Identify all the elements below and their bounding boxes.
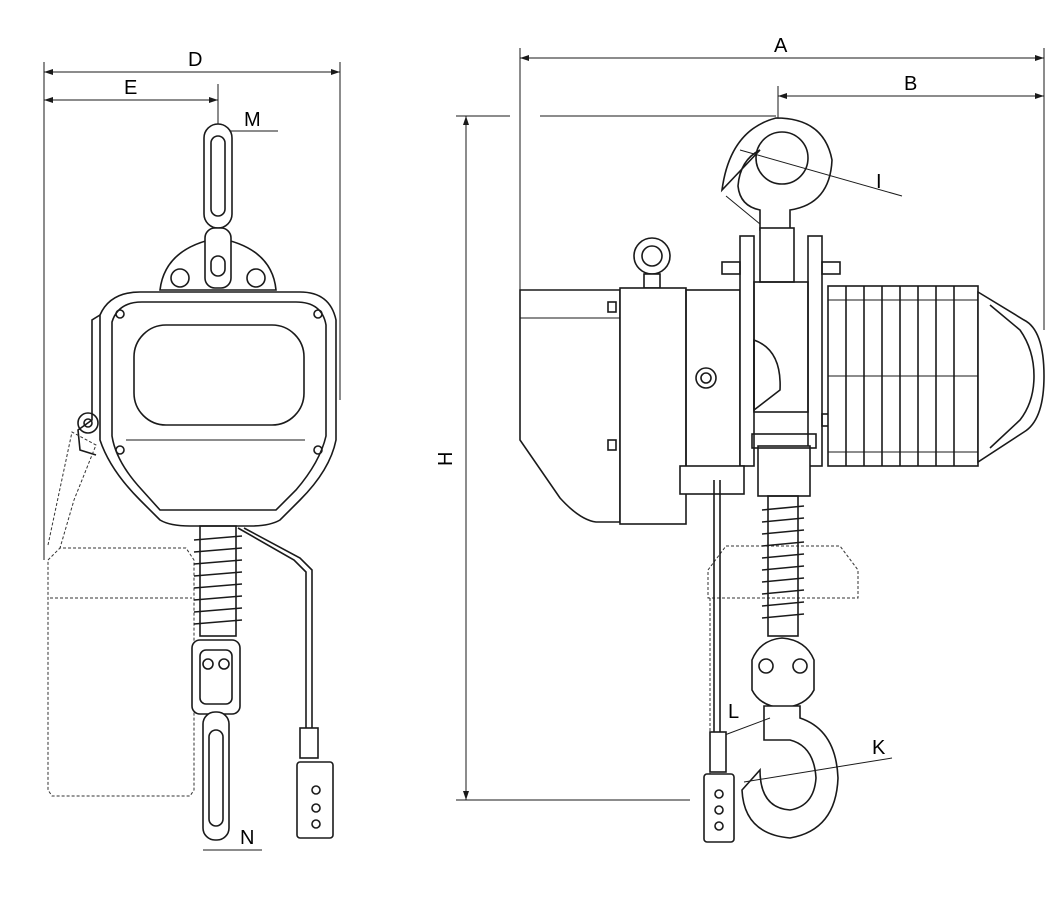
top-hook [720, 117, 833, 231]
pendant-control [296, 761, 334, 839]
motor-end-cap [977, 290, 1045, 464]
chain-bag-outline [47, 547, 195, 797]
dim-line-l [721, 717, 771, 737]
hoist-housing [99, 291, 337, 527]
pendant-control-side [703, 773, 735, 843]
dim-line-k [743, 757, 893, 783]
label-i: I [876, 171, 882, 193]
chain-spring-side [761, 495, 805, 637]
housing-window [133, 324, 305, 426]
label-m: M [244, 109, 261, 131]
bottom-hook [202, 711, 230, 841]
label-h: H [435, 452, 457, 466]
frame-plate-left [739, 235, 755, 467]
gearbox-cover [519, 289, 621, 523]
dim-line-i [739, 149, 903, 197]
label-d: D [188, 49, 202, 71]
label-a: A [774, 35, 788, 57]
pendant-strain-relief [299, 727, 319, 759]
bottom-hook-block-side [751, 637, 815, 709]
bottom-hook-side [741, 705, 839, 839]
gearbox-body [619, 287, 687, 525]
motor-fins [827, 285, 979, 467]
chain-guide [757, 445, 811, 497]
side-view [456, 48, 1045, 843]
label-l: L [728, 701, 739, 723]
hook-shank [759, 227, 795, 283]
frame-plate-right [807, 235, 823, 467]
eye-bolt [633, 237, 671, 275]
label-b: B [904, 73, 917, 95]
top-suspension-loop [203, 123, 233, 229]
pendant-strain-relief-side [709, 731, 727, 773]
pendant-cable [243, 527, 313, 730]
label-n: N [240, 827, 254, 849]
label-e: E [124, 77, 137, 99]
front-view [43, 62, 341, 851]
pendant-bracket [679, 465, 745, 495]
chain-spring [193, 525, 243, 637]
label-k: K [872, 737, 886, 759]
chain-bag-outline [707, 545, 859, 599]
